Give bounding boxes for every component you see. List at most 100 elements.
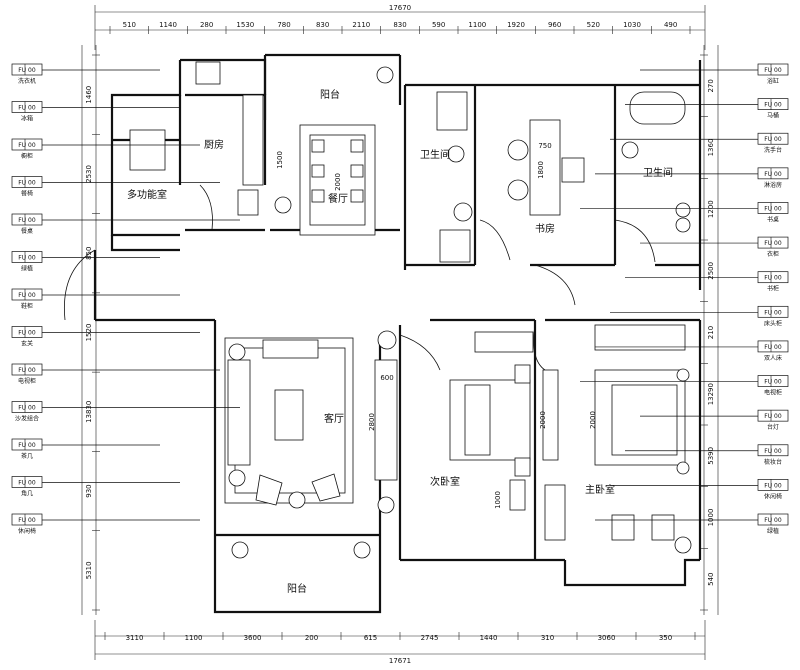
- fu-tag-label: 洗衣机: [18, 77, 36, 85]
- left-segment-dim: 13830: [85, 401, 93, 423]
- fu-tag-code: FU 00: [18, 405, 36, 412]
- fu-tag: FU 00 浴缸: [640, 63, 789, 85]
- fu-tag: FU 00 电视柜: [11, 363, 220, 385]
- fu-tag-code: FU 00: [764, 344, 782, 351]
- fu-tag-code: FU 00: [764, 309, 782, 316]
- fu-tag: FU 00 角几: [11, 476, 180, 498]
- fu-tag-code: FU 00: [764, 517, 782, 524]
- room-label-bath2: 卫生间: [643, 166, 673, 179]
- top-segment-dim: 1100: [468, 21, 486, 29]
- fu-tag-code: FU 00: [764, 240, 782, 247]
- top-segment-dim: 1920: [507, 21, 525, 29]
- fu-tag-label: 角几: [21, 490, 33, 498]
- fu-tag-code: FU 00: [18, 367, 36, 374]
- right-segment-dim: 1360: [707, 139, 715, 157]
- fu-tag-code: FU 00: [764, 67, 782, 74]
- door-swings: [64, 184, 656, 371]
- top-segment-dim: 830: [393, 21, 406, 29]
- tv-wall-dim: 2800: [368, 413, 376, 431]
- left-segment-dim: 1460: [85, 86, 93, 104]
- right-segment-dim: 2500: [707, 262, 715, 280]
- fu-tag-label: 书桌: [767, 215, 779, 223]
- fu-tag-label: 绿植: [21, 265, 33, 273]
- left-segment-dim: 5310: [85, 561, 93, 579]
- fu-tag: FU 00 书柜: [625, 271, 789, 293]
- fu-tag-label: 洗手台: [764, 146, 782, 154]
- living-cab-dim: 600: [380, 374, 393, 382]
- fu-tag-label: 梳妆台: [764, 458, 782, 466]
- right-segment-dim: 1200: [707, 200, 715, 218]
- fu-tag-label: 茶几: [21, 452, 33, 460]
- fu-tag-code: FU 00: [764, 448, 782, 455]
- fu-tag-code: FU 00: [764, 275, 782, 282]
- fu-tag-label: 马桶: [767, 112, 779, 120]
- left-segment-dim: 2530: [85, 165, 93, 183]
- top-segment-dim: 590: [432, 21, 445, 29]
- room-labels: 阳台 厨房 多功能室 餐厅 卫生间 书房 卫生间 客厅 次卧室 主卧室 阳台: [127, 88, 673, 595]
- room-label-living: 客厅: [324, 412, 344, 425]
- fu-tag: FU 00 玄关: [11, 326, 200, 348]
- fu-tag-code: FU 00: [18, 217, 36, 224]
- fu-tag-label: 休闲椅: [18, 527, 36, 535]
- fu-tag-label: 台灯: [767, 423, 779, 431]
- bottom-segment-dim: 2745: [421, 634, 439, 642]
- fu-tag-label: 餐椅: [21, 190, 33, 198]
- fu-tag: FU 00 书桌: [580, 202, 789, 223]
- room-label-study: 书房: [535, 222, 555, 235]
- fu-tag-label: 床头柜: [764, 319, 782, 327]
- fu-tag-code: FU 00: [18, 330, 36, 337]
- top-segment-dim: 280: [200, 21, 213, 29]
- left-segment-dim: 930: [85, 484, 93, 497]
- fu-tag-label: 餐桌: [21, 227, 33, 235]
- bottom-segment-dim: 1100: [185, 634, 203, 642]
- fu-tag-label: 双人床: [764, 354, 782, 362]
- top-segment-dim: 960: [548, 21, 561, 29]
- fu-tag-code: FU 00: [764, 205, 782, 212]
- fu-tag-code: FU 00: [18, 480, 36, 487]
- fu-tag: FU 00 休闲椅: [11, 513, 200, 535]
- room-label-balcony-bottom: 阳台: [287, 582, 307, 595]
- fu-tag-label: 淋浴房: [764, 181, 782, 189]
- fu-tag-code: FU 00: [764, 482, 782, 489]
- fu-tag-label: 浴缸: [767, 77, 779, 85]
- bottom-segment-dim: 615: [364, 634, 377, 642]
- left-segment-dim: 850: [85, 247, 93, 260]
- fu-tag: FU 00 茶几: [11, 438, 160, 460]
- coffee-table: [274, 389, 304, 441]
- bottom-segment-dim: 310: [541, 634, 554, 642]
- fu-tag-label: 玄关: [21, 340, 33, 348]
- top-segment-dim: 510: [123, 21, 136, 29]
- kitchen-side-dim: 1500: [276, 151, 284, 169]
- room-label-kitchen: 厨房: [204, 138, 224, 151]
- top-segment-dim: 1530: [236, 21, 254, 29]
- right-segment-dim: 13290: [707, 383, 715, 405]
- fu-tag-code: FU 00: [764, 413, 782, 420]
- fu-tag-code: FU 00: [18, 292, 36, 299]
- fu-tag-label: 橱柜: [21, 152, 33, 160]
- fu-tag-code: FU 00: [18, 517, 36, 524]
- bed2-dim: 2000: [539, 411, 547, 429]
- fu-tag-code: FU 00: [18, 442, 36, 449]
- top-total-dimension: 17670: [389, 4, 411, 12]
- furniture: [129, 61, 692, 559]
- bottom-segment-dim: 3110: [126, 634, 144, 642]
- fu-tag-label: 电视柜: [18, 377, 36, 385]
- top-segment-dim: 830: [316, 21, 329, 29]
- fu-tag-label: 书柜: [767, 285, 779, 293]
- fu-tag-code: FU 00: [764, 379, 782, 386]
- fu-tag-label: 冰箱: [21, 115, 33, 123]
